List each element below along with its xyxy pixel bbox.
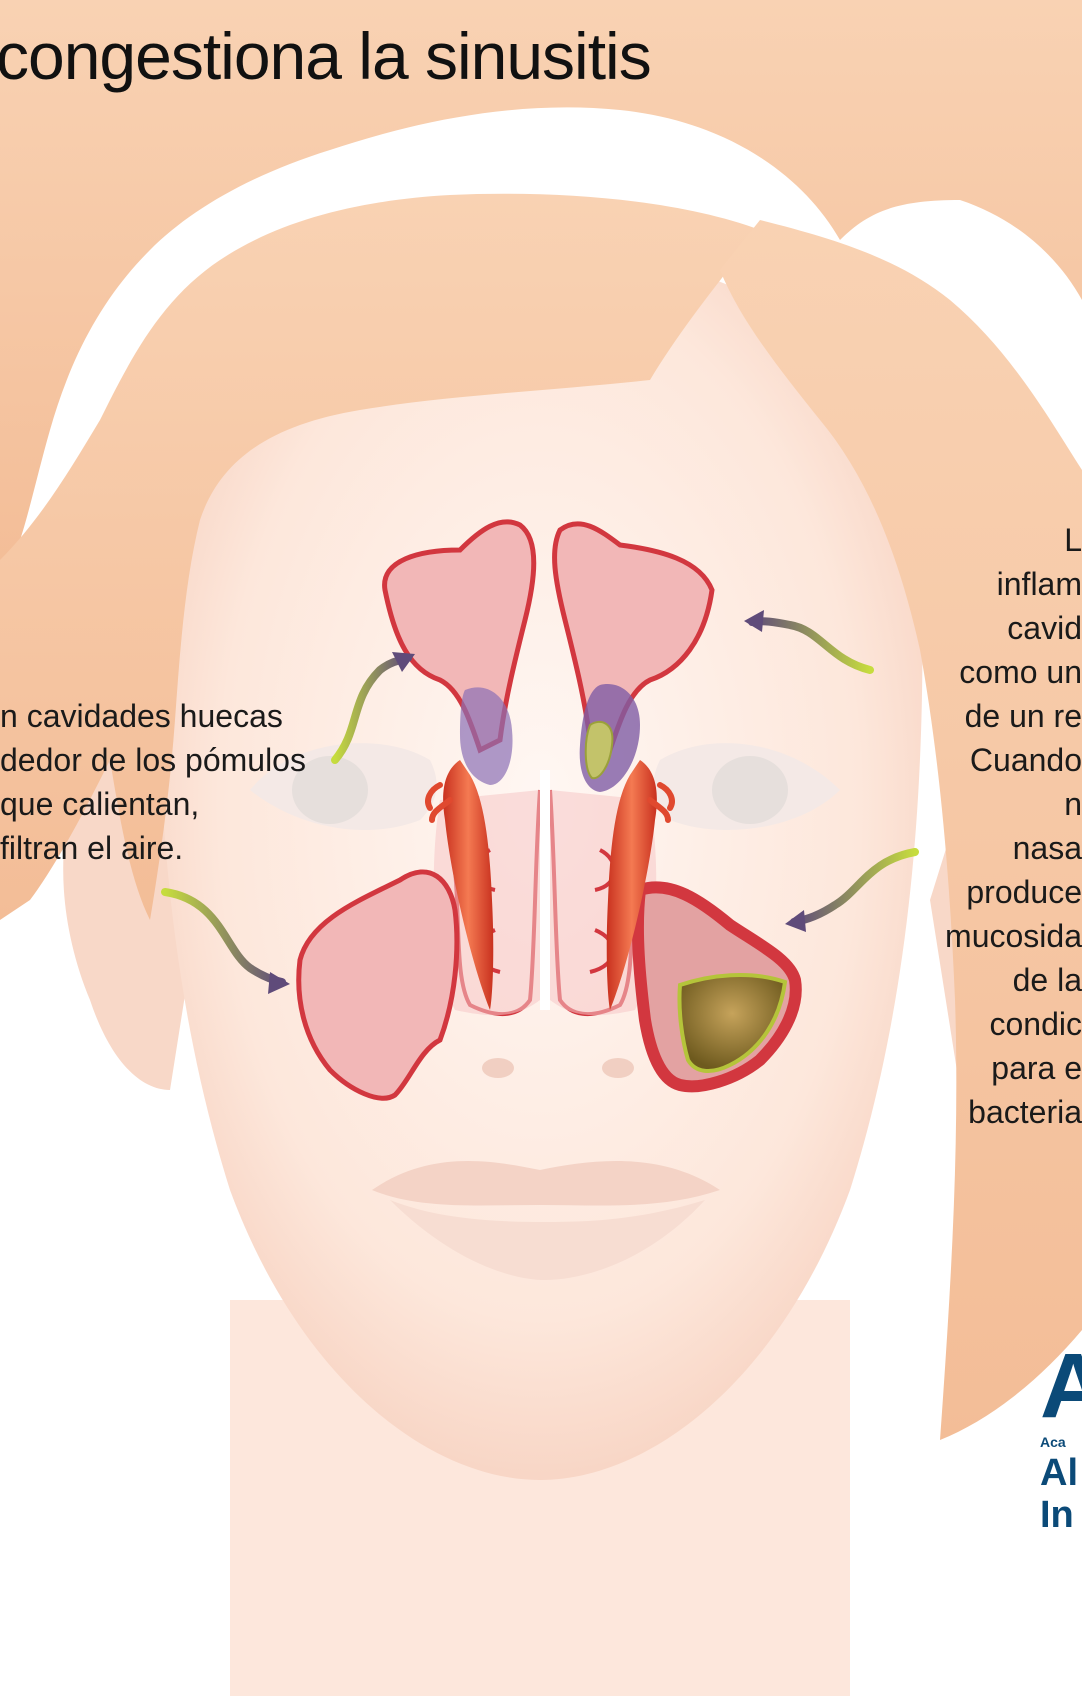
- right-caption-line: de un re: [752, 694, 1082, 738]
- right-caption-line: de la: [752, 958, 1082, 1002]
- right-caption-line: produce: [752, 870, 1082, 914]
- left-nostril: [482, 1058, 514, 1078]
- right-nostril: [602, 1058, 634, 1078]
- right-caption-line: para e: [752, 1046, 1082, 1090]
- right-caption: L inflam cavid como un de un re Cuando n…: [752, 518, 1082, 1134]
- left-caption-line: n cavidades huecas: [0, 694, 306, 738]
- right-caption-line: mucosida: [752, 914, 1082, 958]
- right-caption-line: L: [752, 518, 1082, 562]
- right-caption-line: nasa: [752, 826, 1082, 870]
- right-caption-line: condic: [752, 1002, 1082, 1046]
- logo-line: Al: [1040, 1452, 1082, 1494]
- organization-logo: A Aca Al In: [1040, 1340, 1082, 1536]
- logo-letter: A: [1040, 1340, 1082, 1432]
- left-caption-line: filtran el aire.: [0, 826, 306, 870]
- right-caption-line: como un: [752, 650, 1082, 694]
- logo-line: In: [1040, 1494, 1082, 1536]
- right-caption-line: cavid: [752, 606, 1082, 650]
- right-caption-line: inflam: [752, 562, 1082, 606]
- left-caption: n cavidades huecas dedor de los pómulos …: [0, 694, 306, 870]
- right-caption-line: Cuando: [752, 738, 1082, 782]
- right-caption-line: bacteria: [752, 1090, 1082, 1134]
- left-caption-line: que calientan,: [0, 782, 306, 826]
- page-title: congestiona la sinusitis: [0, 18, 651, 94]
- right-caption-line: n: [752, 782, 1082, 826]
- left-caption-line: dedor de los pómulos: [0, 738, 306, 782]
